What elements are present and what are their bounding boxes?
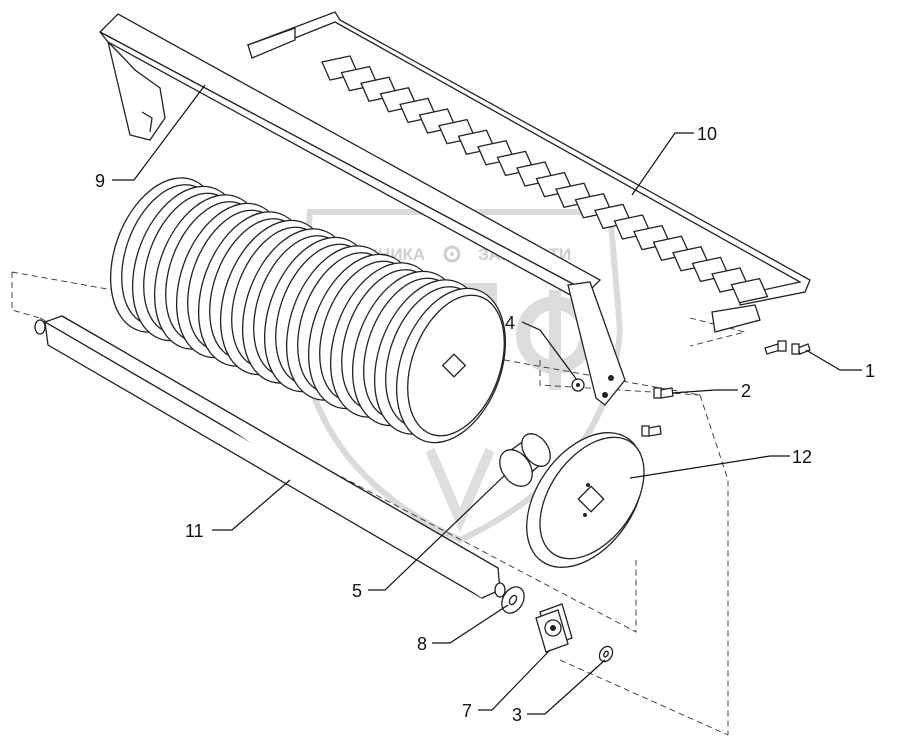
callout-5: 5 — [352, 581, 362, 601]
callout-7: 7 — [462, 701, 472, 721]
nut-4 — [571, 378, 585, 392]
bolt-2b — [641, 425, 662, 437]
roller-disc — [395, 287, 507, 444]
callout-3: 3 — [512, 705, 522, 725]
bearing-flange-7 — [535, 603, 573, 653]
callout-9: 9 — [95, 171, 105, 191]
callout-labels: 1 2 3 4 5 7 8 9 10 11 12 — [95, 124, 875, 725]
scraper-tooth — [730, 277, 769, 304]
scraper-teeth — [321, 55, 769, 304]
square-shaft — [34, 315, 506, 600]
bushing — [499, 433, 551, 487]
end-disc — [526, 432, 645, 568]
leader-lines — [112, 84, 862, 715]
callout-8: 8 — [417, 634, 427, 654]
bolt-2a — [653, 387, 674, 399]
callout-12: 12 — [792, 447, 812, 467]
callout-1: 1 — [865, 361, 875, 381]
disc-roller-stack — [109, 177, 507, 444]
callout-11: 11 — [185, 521, 204, 541]
bolt-1a — [764, 340, 787, 355]
frame-arm — [98, 13, 626, 406]
callout-10: 10 — [697, 124, 717, 144]
washer-8 — [501, 586, 525, 614]
nut-3 — [598, 645, 614, 663]
scraper-bar — [246, 11, 811, 333]
callout-4: 4 — [505, 313, 515, 333]
gear-icon — [443, 245, 461, 263]
callout-2: 2 — [741, 381, 751, 401]
bolt-1b — [791, 343, 811, 355]
